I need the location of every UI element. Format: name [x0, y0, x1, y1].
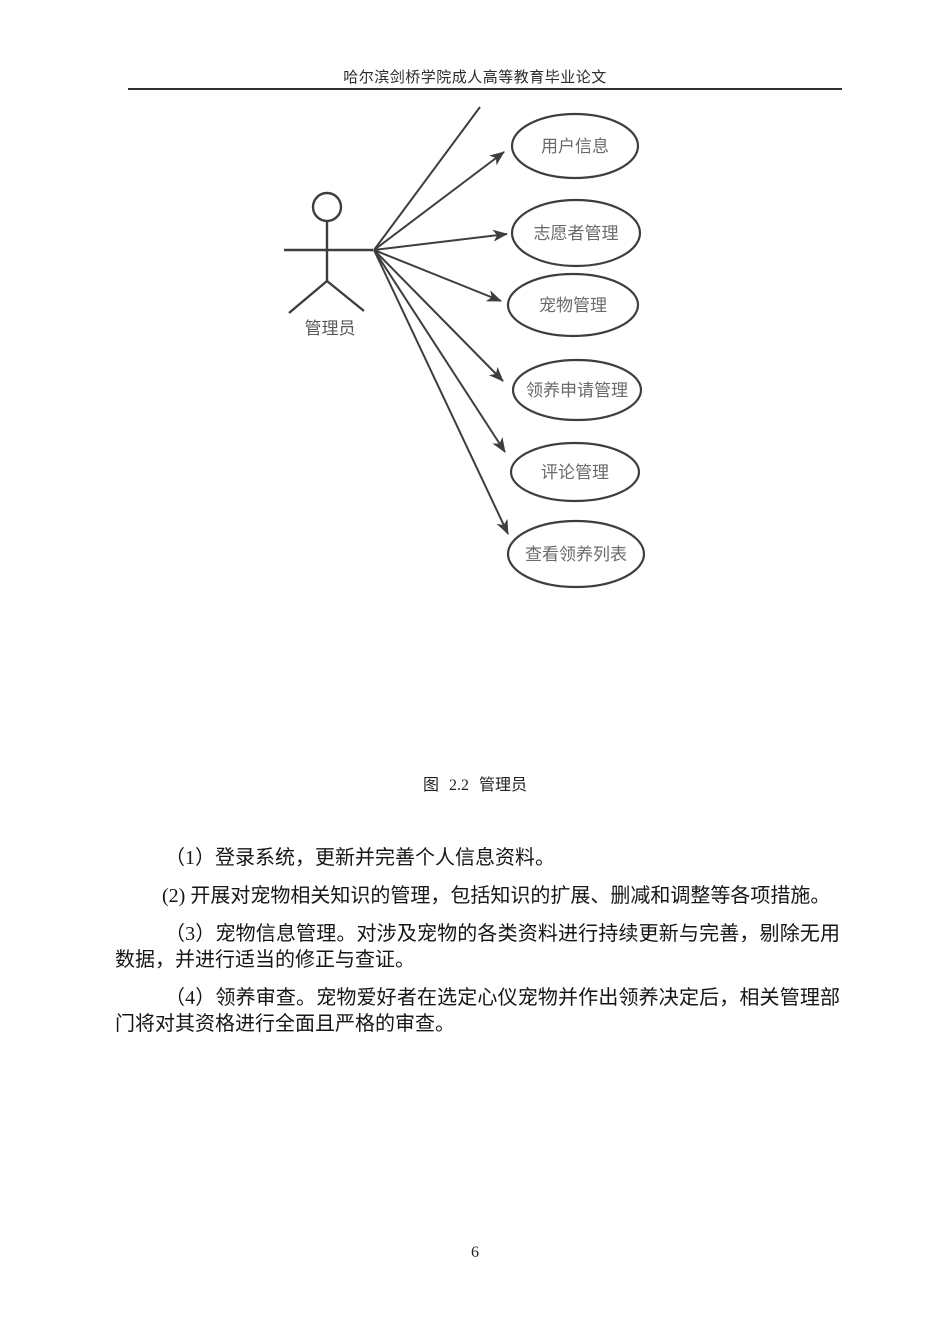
actor-head [311, 191, 343, 223]
use-case-label-adoption-list: 查看领养列表 [525, 545, 627, 564]
use-case-ellipse-adoption-apply [511, 358, 643, 422]
paragraph-2: (2) 开展对宠物相关知识的管理，包括知识的扩展、删减和调整等各项措施。 [162, 885, 831, 907]
association-lines [373, 106, 509, 535]
use-case-label-adoption-apply: 领养申请管理 [526, 381, 628, 400]
paragraph-3: （3）宠物信息管理。对涉及宠物的各类资料进行持续更新与完善，剔除无用数据，并进行… [115, 923, 840, 971]
association-arrow-pet [373, 249, 502, 302]
use-case-ellipse-pet [506, 272, 640, 338]
use-case-ellipse-adoption-list [506, 519, 646, 589]
actor-stick-figure [284, 191, 373, 314]
association-arrow-volunteer [373, 229, 508, 251]
body-paragraphs: （1）登录系统，更新并完善个人信息资料。 (2) 开展对宠物相关知识的管理，包括… [115, 845, 840, 1049]
figure-caption: 图 2.2 管理员 [422, 777, 527, 794]
use-case-ellipses [506, 112, 646, 589]
association-arrow-adoption-apply [373, 249, 504, 382]
paragraph-4: （4）领养审查。宠物爱好者在选定心仪宠物并作出领养决定后，相关管理部门将对其资格… [115, 987, 840, 1035]
page-number: 6 [471, 1244, 479, 1261]
use-case-label-user-info: 用户信息 [541, 137, 609, 156]
actor-leg-right [326, 280, 365, 312]
use-case-label-volunteer: 志愿者管理 [534, 224, 619, 243]
use-case-label-comment: 评论管理 [541, 463, 609, 482]
association-arrow-user-info [373, 151, 505, 251]
header-divider [128, 88, 842, 90]
association-arrow-comment [373, 249, 506, 453]
use-case-label-pet: 宠物管理 [539, 296, 607, 315]
use-case-ellipse-comment [509, 441, 641, 503]
actor-label: 管理员 [305, 319, 356, 338]
association-arrow-adoption-list [373, 249, 509, 535]
use-case-diagram: 管理员 用户信息 志愿者管理 宠物管理 领养申请管理 评论管理 查看领养列表 [284, 106, 646, 589]
page-header-title: 哈尔滨剑桥学院成人高等教育毕业论文 [343, 70, 607, 86]
actor-leg-left [288, 280, 328, 314]
paragraph-1: （1）登录系统，更新并完善个人信息资料。 [165, 847, 555, 869]
association-line-cutoff [373, 106, 481, 251]
use-case-ellipse-user-info [510, 112, 640, 180]
use-case-ellipse-volunteer [510, 198, 642, 268]
